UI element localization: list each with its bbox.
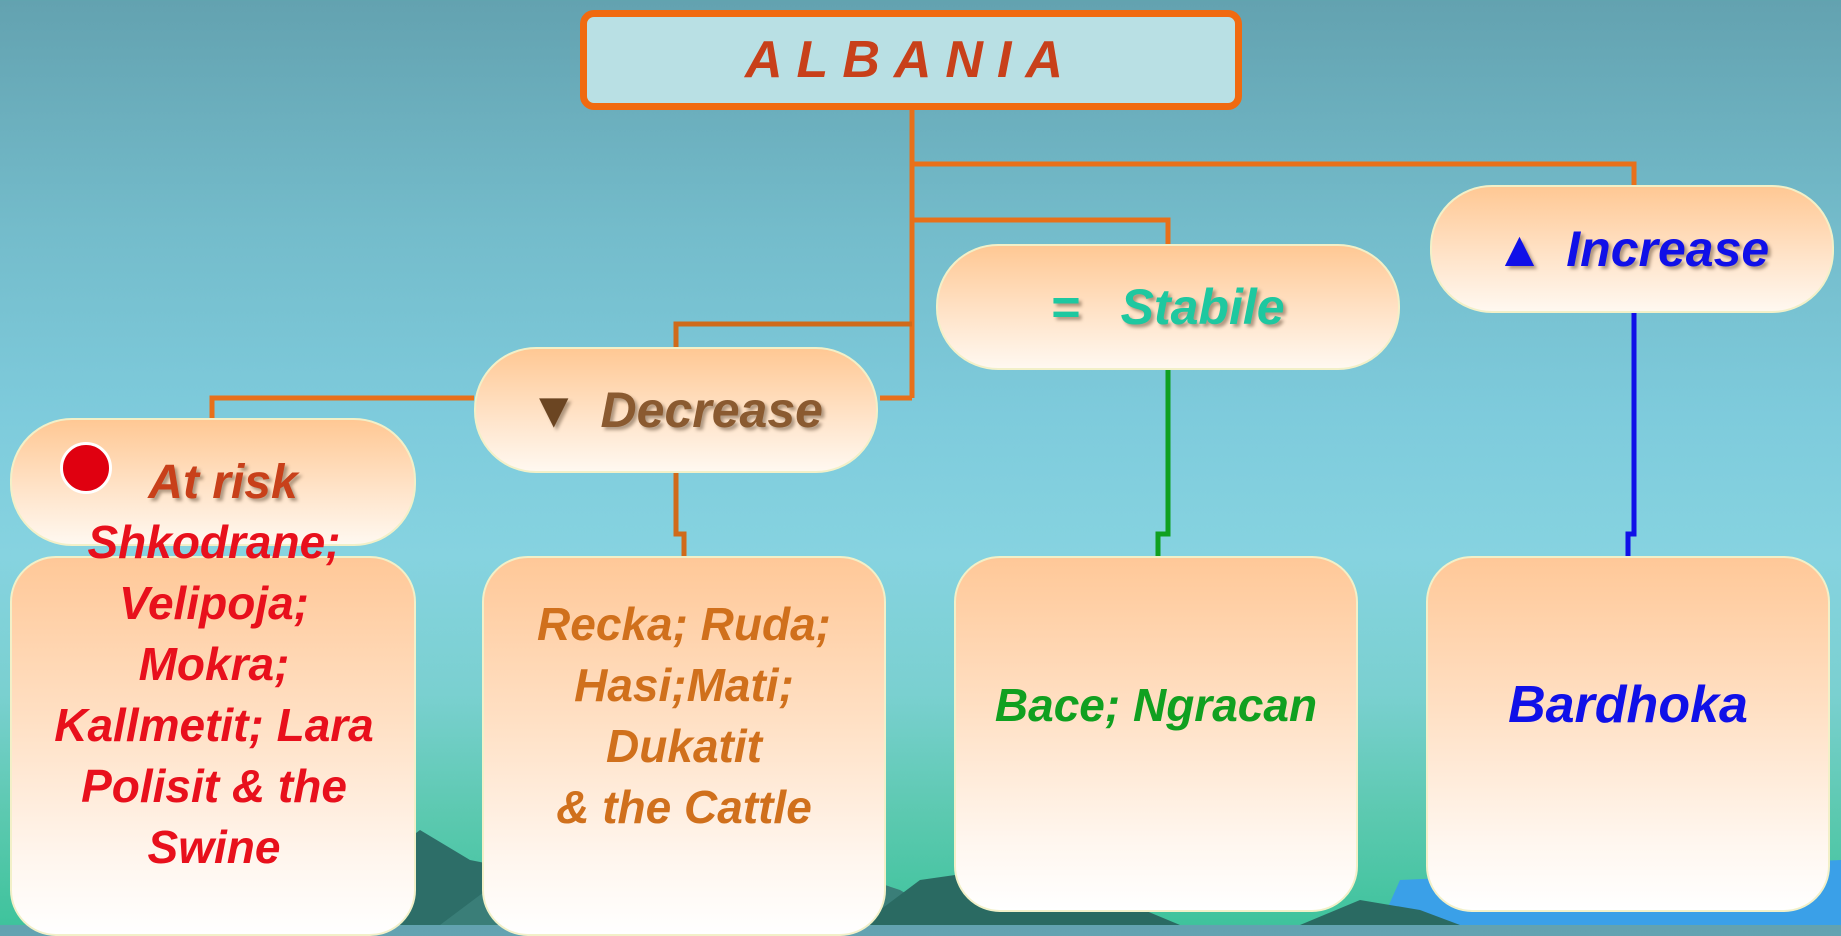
at-risk-dot-icon <box>60 442 112 494</box>
equals-icon: = <box>1051 279 1081 335</box>
connector-to-decrease <box>673 321 912 347</box>
leaf-decrease-text: Recka; Ruda; Hasi;Mati; Dukatit & the Ca… <box>537 598 831 833</box>
leaf-decrease: Recka; Ruda; Hasi;Mati; Dukatit & the Ca… <box>482 556 886 936</box>
leaf-increase: Bardhoka <box>1426 556 1830 912</box>
category-increase: ▲ Increase <box>1430 185 1834 313</box>
connector-decrease-to-leaf <box>673 472 687 556</box>
leaf-at-risk-text: Shkodrane; Velipoja; Mokra; Kallmetit; L… <box>54 516 374 873</box>
connector-stabile-to-leaf <box>1155 370 1171 556</box>
category-stabile-label: Stabile <box>1120 279 1285 335</box>
mountain-right <box>1300 900 1460 925</box>
leaf-stabile: Bace; Ngracan <box>954 556 1358 912</box>
leaf-stabile-text: Bace; Ngracan <box>994 678 1318 731</box>
triangle-down-icon: ▼ <box>529 382 579 438</box>
category-at-risk-label: At risk <box>148 455 298 509</box>
category-decrease: ▼ Decrease <box>474 347 878 473</box>
category-decrease-label: Decrease <box>600 382 823 438</box>
leaf-increase-text: Bardhoka <box>1508 675 1748 734</box>
category-increase-label: Increase <box>1566 221 1770 277</box>
title-box: ALBANIA <box>580 10 1242 110</box>
triangle-up-icon: ▲ <box>1494 221 1545 277</box>
connector-to-stabile <box>912 217 1171 244</box>
connector-to-increase <box>912 161 1637 185</box>
category-stabile: = Stabile <box>936 244 1400 370</box>
connector-lines <box>209 110 1637 556</box>
title-text: ALBANIA <box>745 31 1077 89</box>
connector-increase-to-leaf <box>1625 312 1637 556</box>
connector-to-atrisk <box>209 395 474 418</box>
